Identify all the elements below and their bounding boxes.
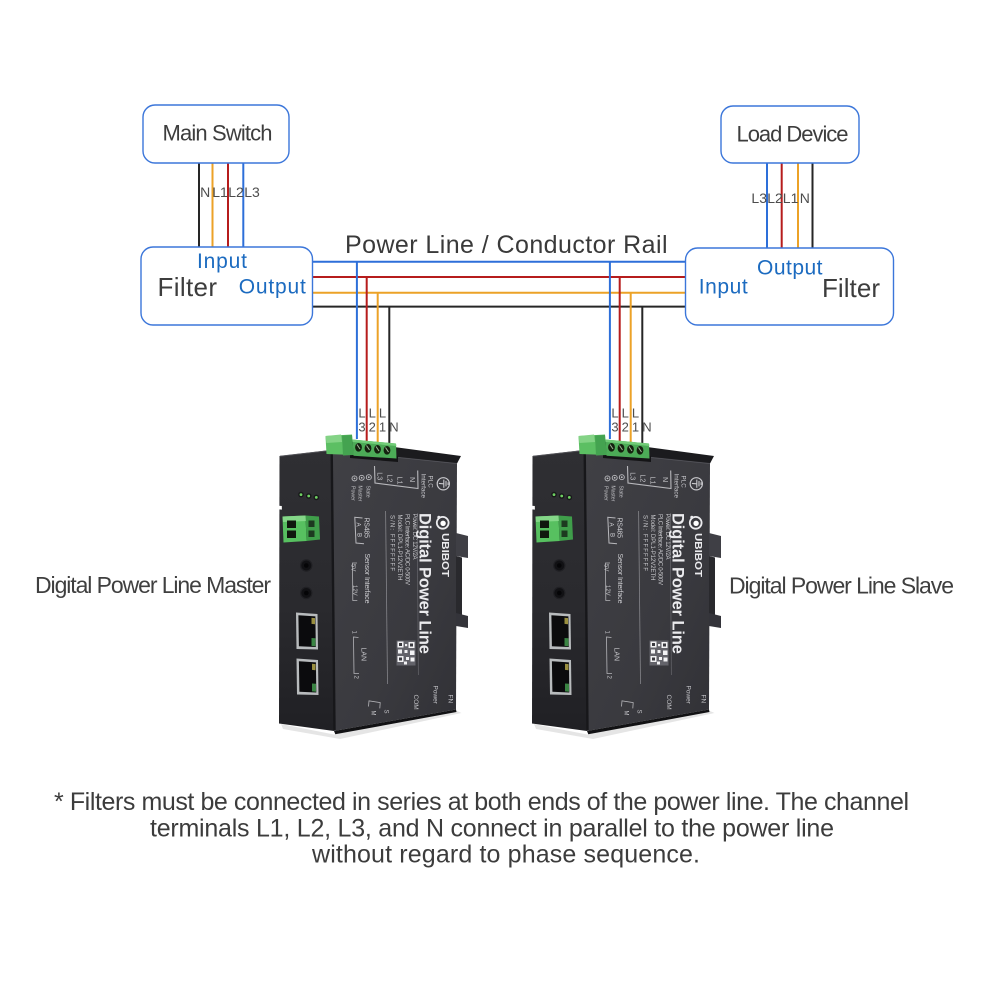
svg-text:terminals L1, L2, L3, and N co: terminals L1, L2, L3, and N connect in p…: [150, 815, 834, 843]
svg-text:* Filters must be connected in: * Filters must be connected in series at…: [54, 788, 909, 816]
svg-text:LAN: LAN: [360, 648, 367, 662]
svg-text:L1: L1: [396, 477, 405, 485]
svg-text:Master: Master: [357, 486, 363, 502]
svg-text:Power Line / Conductor Rail: Power Line / Conductor Rail: [345, 231, 668, 259]
svg-text:UBIBOT: UBIBOT: [439, 533, 450, 577]
svg-text:M: M: [370, 711, 376, 716]
svg-text:N: N: [389, 420, 398, 435]
svg-text:1: 1: [351, 631, 357, 635]
svg-text:Digital Power Line Master: Digital Power Line Master: [35, 572, 271, 598]
svg-text:Output: Output: [239, 276, 306, 299]
svg-text:12V: 12V: [351, 585, 357, 596]
svg-text:PLC Interface: AC/DC 0-500V: PLC Interface: AC/DC 0-500V: [404, 514, 410, 585]
svg-text:Digital Power Line Slave: Digital Power Line Slave: [729, 573, 954, 599]
svg-text:5V: 5V: [350, 564, 356, 571]
svg-text:N: N: [408, 477, 417, 482]
svg-text:Output: Output: [757, 257, 823, 280]
svg-text:L: L: [358, 406, 365, 421]
svg-text:Interface: Interface: [419, 474, 426, 499]
svg-text:FN: FN: [447, 695, 454, 704]
svg-text:Load Device: Load Device: [737, 122, 849, 147]
svg-text:N: N: [200, 184, 210, 200]
svg-text:Power: Power: [349, 486, 355, 501]
svg-text:N: N: [800, 190, 810, 206]
svg-text:L3: L3: [751, 190, 767, 206]
svg-text:S/N: FFFFFFFF: S/N: FFFFFFFF: [389, 515, 395, 571]
svg-text:L2: L2: [767, 190, 783, 206]
svg-text:RS485: RS485: [362, 518, 369, 539]
svg-text:Digital Power Line: Digital Power Line: [415, 513, 433, 654]
svg-text:Input: Input: [699, 276, 748, 299]
svg-text:L: L: [379, 406, 386, 421]
svg-text:L3: L3: [244, 184, 260, 200]
svg-text:Filter: Filter: [158, 272, 218, 302]
svg-text:Sensor Interface: Sensor Interface: [363, 554, 370, 604]
svg-text:L2: L2: [386, 474, 395, 482]
svg-text:Filter: Filter: [822, 273, 880, 303]
svg-text:without regard to phase sequen: without regard to phase sequence.: [311, 841, 700, 869]
svg-text:S: S: [383, 710, 389, 714]
svg-text:PLC: PLC: [426, 476, 433, 489]
svg-text:L1: L1: [212, 184, 228, 200]
svg-text:Model: DPL1-P12V2ETH: Model: DPL1-P12V2ETH: [396, 515, 402, 581]
svg-text:1: 1: [379, 420, 386, 435]
svg-text:B: B: [356, 533, 363, 537]
svg-text:Power: DC 12V/2A: Power: DC 12V/2A: [411, 514, 417, 560]
svg-text:L2: L2: [228, 184, 244, 200]
svg-text:Power: Power: [432, 686, 439, 705]
svg-text:L1: L1: [783, 190, 799, 206]
svg-text:Main Switch: Main Switch: [163, 121, 273, 146]
svg-text:A: A: [354, 523, 361, 528]
svg-text:Input: Input: [197, 250, 247, 273]
svg-text:State: State: [364, 486, 370, 498]
svg-text:2: 2: [369, 420, 376, 435]
svg-text:COM: COM: [412, 695, 419, 710]
svg-text:L: L: [369, 406, 376, 421]
svg-text:L3: L3: [376, 472, 385, 480]
svg-text:2: 2: [353, 676, 359, 680]
svg-text:3: 3: [358, 420, 365, 435]
